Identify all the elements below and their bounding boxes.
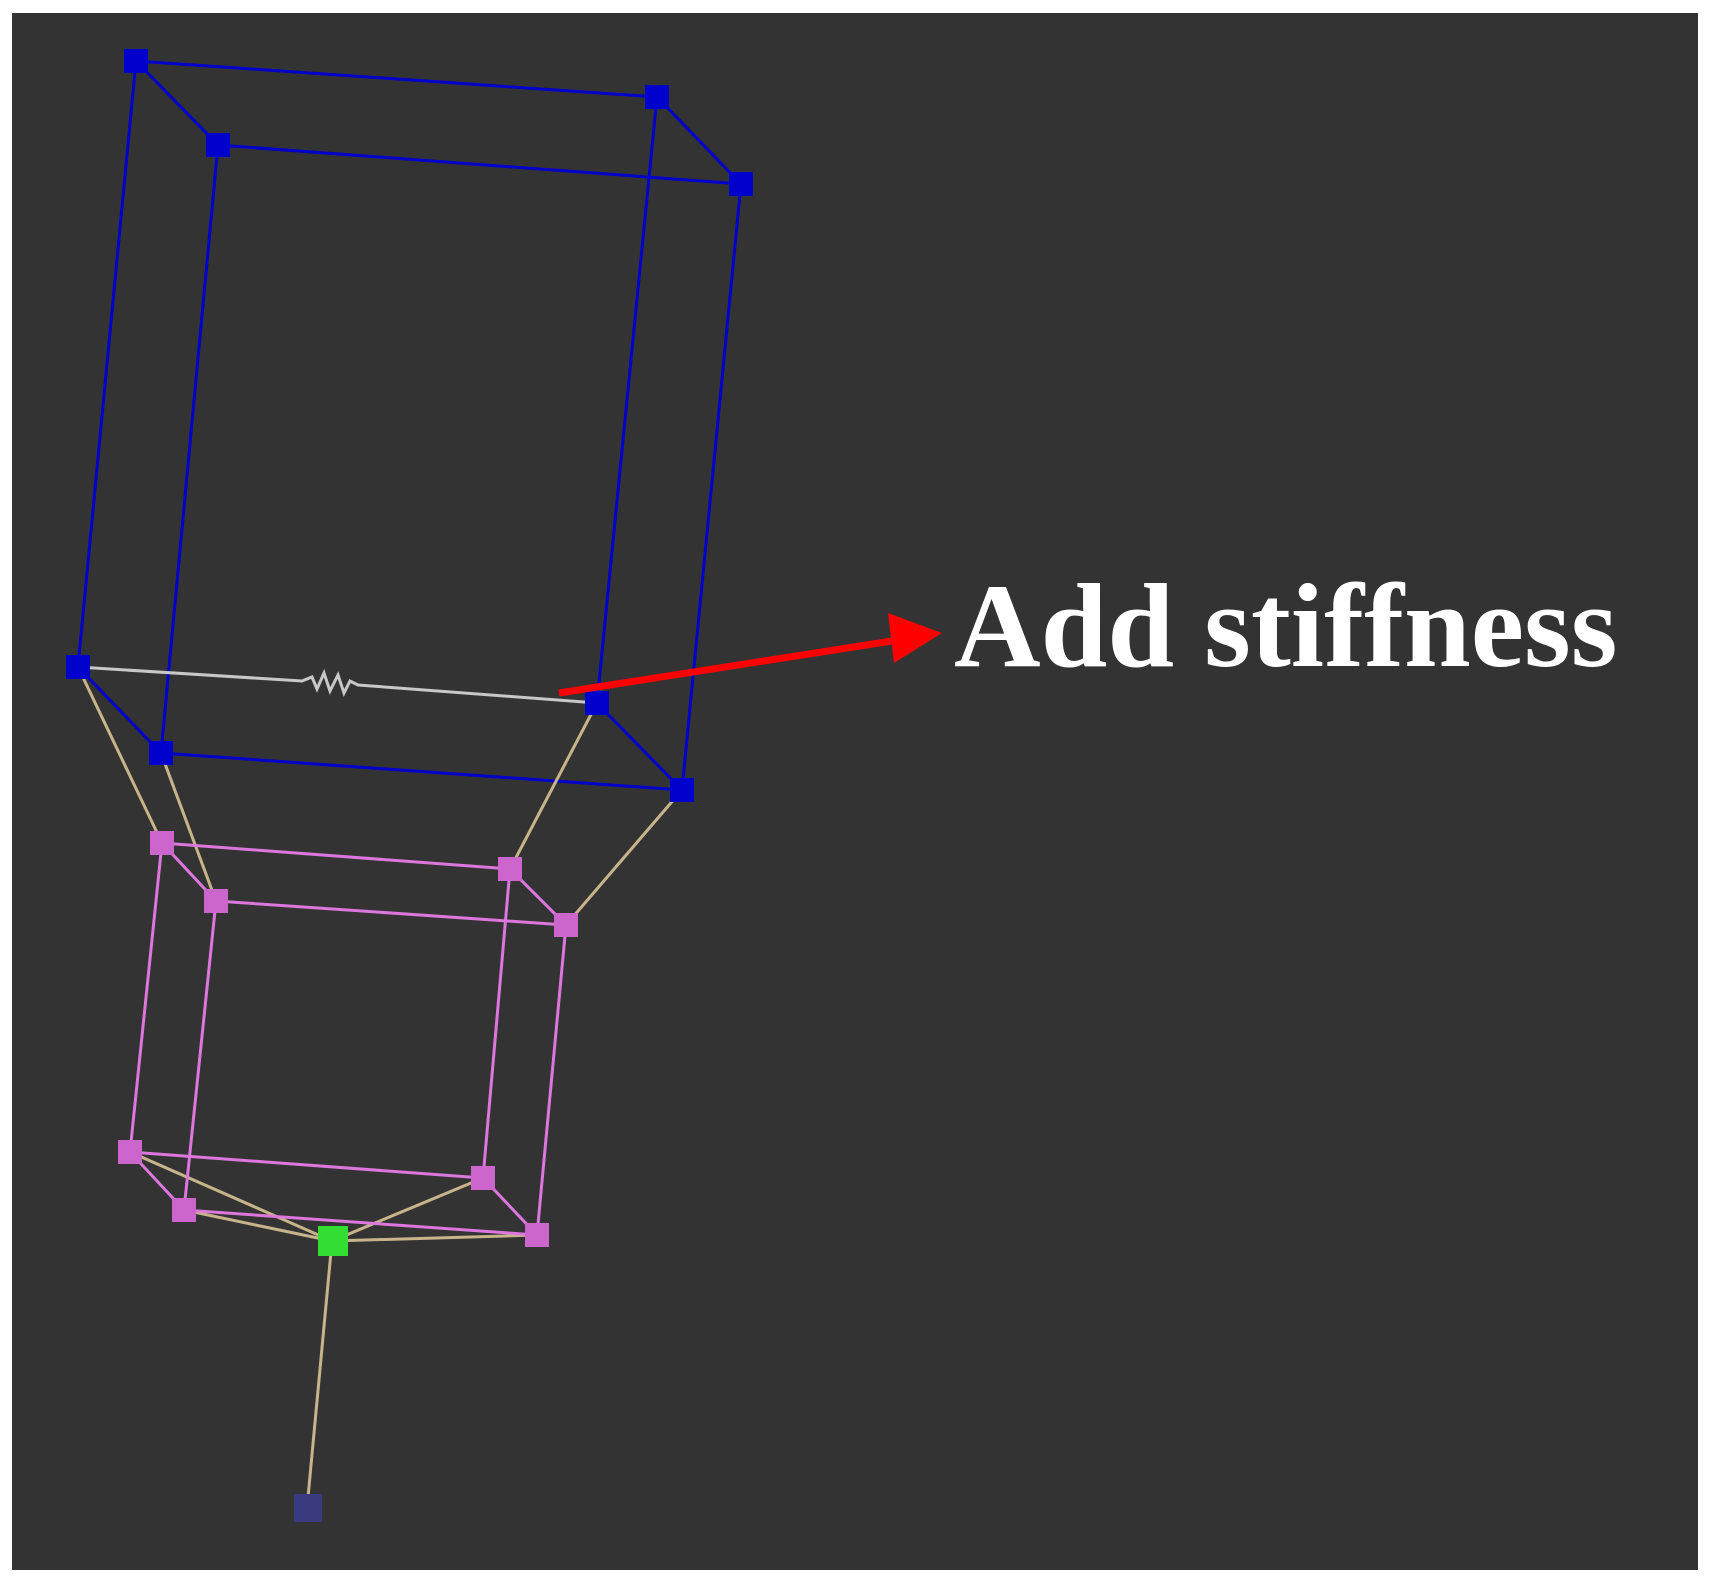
strut bbox=[76, 666, 164, 844]
lower-node bbox=[525, 1223, 549, 1247]
upper-node bbox=[585, 691, 609, 715]
lower-node bbox=[150, 831, 174, 855]
lower-node bbox=[554, 913, 578, 937]
strut bbox=[508, 702, 599, 870]
lower-frame-edge bbox=[215, 899, 567, 927]
strut bbox=[305, 1240, 334, 1509]
lower-frame-edge bbox=[128, 842, 164, 1153]
upper-node bbox=[670, 778, 694, 802]
lower-frame-edge bbox=[481, 868, 512, 1179]
upper-node bbox=[729, 172, 753, 196]
lower-frame bbox=[128, 841, 568, 1237]
upper-node bbox=[149, 741, 173, 765]
lower-node bbox=[118, 1140, 142, 1164]
upper-frame-edge bbox=[680, 183, 743, 791]
upper-frame-edge bbox=[595, 701, 684, 792]
spring-element bbox=[77, 665, 598, 705]
base-node bbox=[294, 1494, 322, 1522]
strut bbox=[331, 1233, 538, 1243]
mechanism-diagram: Add stiffness bbox=[66, 49, 1617, 1522]
strut bbox=[331, 1176, 484, 1243]
strut bbox=[129, 1150, 333, 1243]
lower-node bbox=[204, 889, 228, 913]
upper-frame-edge bbox=[595, 96, 659, 704]
arrow-head bbox=[888, 613, 942, 663]
arrow-shaft bbox=[558, 637, 893, 697]
model-viewport: Add stiffness bbox=[12, 13, 1698, 1570]
upper-node bbox=[645, 85, 669, 109]
upper-frame-edge bbox=[159, 144, 220, 754]
upper-nodes bbox=[66, 49, 753, 802]
upper-frame-edge bbox=[655, 95, 743, 186]
strut bbox=[183, 1208, 333, 1243]
annotation-label: Add stiffness bbox=[954, 559, 1617, 692]
upper-node bbox=[124, 49, 148, 73]
connector-struts bbox=[76, 666, 684, 1509]
upper-frame bbox=[76, 59, 743, 792]
upper-frame-edge bbox=[160, 751, 683, 792]
upper-frame-edge bbox=[76, 60, 138, 668]
lower-frame-edge bbox=[161, 841, 511, 871]
strut bbox=[159, 752, 218, 902]
lower-frame-edge bbox=[183, 1208, 538, 1237]
annotation-arrow bbox=[558, 613, 942, 697]
lower-frame-edge bbox=[182, 900, 218, 1211]
upper-node bbox=[66, 655, 90, 679]
center-node bbox=[318, 1226, 348, 1256]
lower-frame-edge bbox=[129, 1150, 484, 1180]
lower-node bbox=[471, 1166, 495, 1190]
upper-frame-edge bbox=[217, 143, 742, 186]
upper-frame-edge bbox=[76, 665, 163, 755]
strut bbox=[564, 789, 684, 926]
lower-node bbox=[498, 857, 522, 881]
upper-frame-edge bbox=[135, 59, 658, 99]
lower-node bbox=[172, 1198, 196, 1222]
lower-frame-edge bbox=[535, 924, 568, 1236]
stiffness-spring bbox=[77, 665, 598, 705]
upper-frame-edge bbox=[134, 59, 220, 147]
lower-nodes bbox=[118, 831, 578, 1247]
upper-node bbox=[206, 133, 230, 157]
